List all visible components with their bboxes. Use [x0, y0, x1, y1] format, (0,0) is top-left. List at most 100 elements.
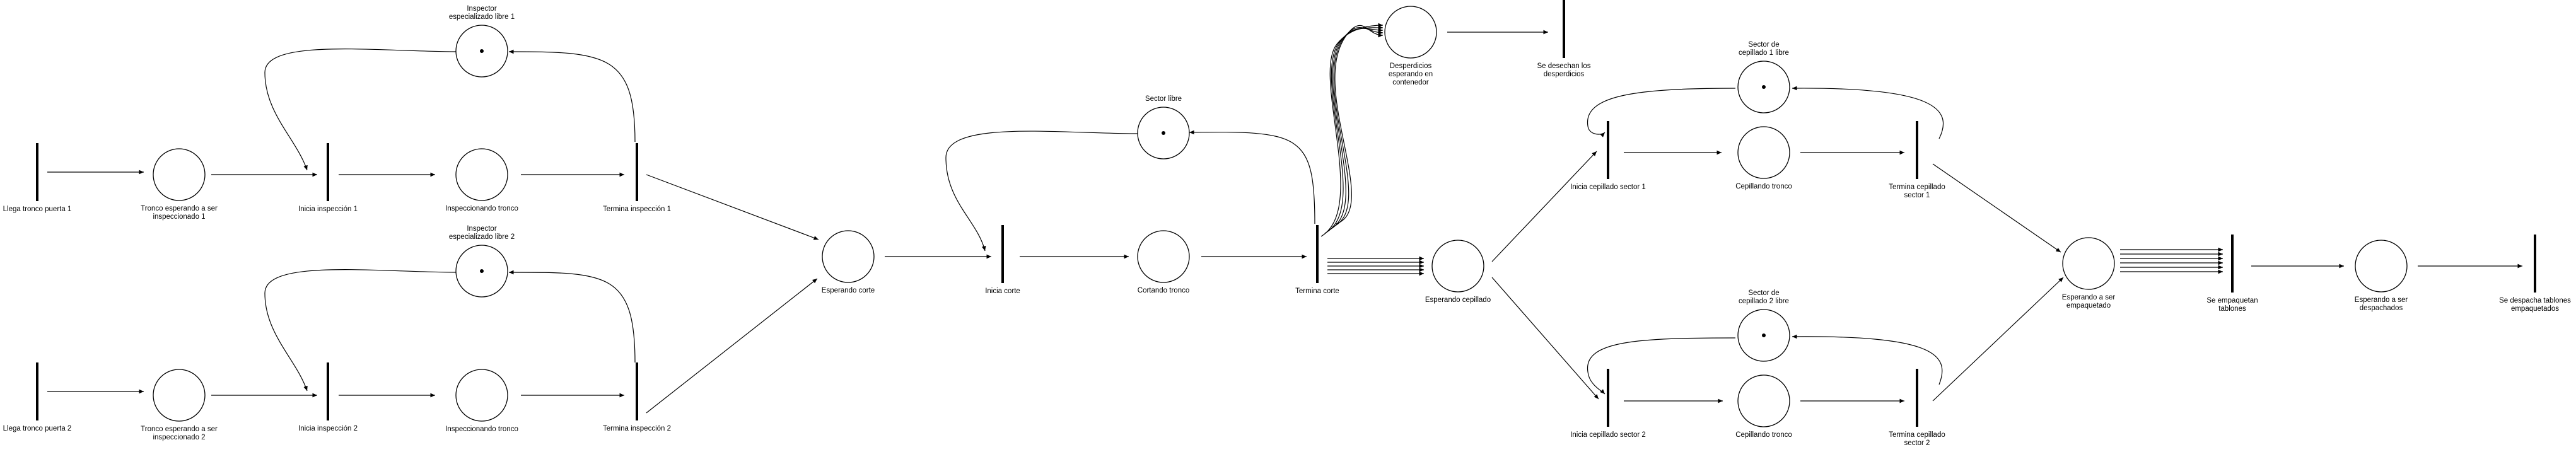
place-label: Inspeccionando tronco — [445, 426, 518, 433]
place-waste[interactable] — [1384, 6, 1437, 59]
place-wait-brush[interactable] — [1431, 240, 1484, 293]
transition-pack[interactable] — [2231, 235, 2234, 293]
place-brushing2[interactable] — [1737, 374, 1790, 427]
transition-bar[interactable] — [1316, 225, 1319, 283]
transition-end-brush1[interactable] — [1916, 121, 1918, 179]
resource-return-arc — [508, 49, 636, 142]
resource-return-arc — [508, 270, 636, 363]
transition-dispatch[interactable] — [2534, 235, 2536, 293]
place-circle[interactable] — [455, 369, 508, 422]
transition-bar[interactable] — [2534, 235, 2536, 293]
transition-bar[interactable] — [1916, 121, 1918, 179]
transition-bar[interactable] — [636, 362, 638, 420]
transition-start-brush2[interactable] — [1607, 369, 1609, 427]
place-label: Cepillando tronco — [1735, 183, 1792, 190]
transition-label: Inicia inspección 1 — [298, 206, 358, 213]
arc-arrow — [1932, 277, 2064, 402]
transition-end-insp2[interactable] — [636, 362, 638, 420]
transition-bar[interactable] — [1916, 369, 1918, 427]
weighted-arc-line — [1324, 25, 1384, 234]
transition-bar[interactable] — [327, 362, 329, 420]
transition-label: Inicia inspección 2 — [298, 425, 358, 432]
resource-take-arc — [1587, 88, 1736, 137]
resource-take-arc — [264, 269, 459, 391]
arc-arrow — [646, 278, 818, 414]
token-dot — [480, 269, 484, 273]
arc-arrow — [1491, 277, 1599, 400]
place-circle[interactable] — [1384, 6, 1437, 59]
transition-arrive1[interactable] — [36, 143, 38, 201]
place-brush1-free[interactable] — [1737, 61, 1790, 113]
place-circle[interactable] — [1137, 230, 1190, 283]
transition-start-brush1[interactable] — [1607, 121, 1609, 179]
transition-start-cut[interactable] — [1001, 225, 1004, 283]
transition-bar[interactable] — [1607, 121, 1609, 179]
place-circle[interactable] — [1737, 374, 1790, 427]
transition-bar[interactable] — [36, 362, 38, 420]
transition-bar[interactable] — [327, 143, 329, 201]
place-wait-insp2[interactable] — [153, 369, 206, 422]
transition-bar[interactable] — [1001, 225, 1004, 283]
place-brushing1[interactable] — [1737, 126, 1790, 179]
place-inspecting2[interactable] — [455, 369, 508, 422]
transition-bar[interactable] — [1607, 369, 1609, 427]
place-circle[interactable] — [153, 148, 206, 201]
place-wait-dispatch[interactable] — [2355, 240, 2408, 293]
place-circle[interactable] — [153, 369, 206, 422]
token-dot — [1762, 333, 1766, 337]
transition-label: Inicia cepillado sector 1 — [1570, 183, 1646, 191]
place-inspector2[interactable] — [455, 245, 508, 298]
weighted-arc-line — [1334, 25, 1384, 224]
transition-bar[interactable] — [36, 143, 38, 201]
arc-arrow — [1932, 163, 2061, 253]
place-circle[interactable] — [1737, 126, 1790, 179]
place-circle[interactable] — [822, 230, 875, 283]
place-wait-insp1[interactable] — [153, 148, 206, 201]
place-wait-pack[interactable] — [2062, 237, 2115, 290]
weighted-arc-line — [1332, 26, 1384, 228]
place-circle[interactable] — [1431, 240, 1484, 293]
transition-end-insp1[interactable] — [636, 143, 638, 201]
place-circle[interactable] — [2062, 237, 2115, 290]
weighted-arc-line — [1328, 28, 1384, 231]
transition-end-brush2[interactable] — [1916, 369, 1918, 427]
transition-arrive2[interactable] — [36, 362, 38, 420]
transition-label: Termina inspección 2 — [603, 425, 671, 432]
transition-bar[interactable] — [2231, 235, 2234, 293]
transition-bar[interactable] — [636, 143, 638, 201]
transition-label: Termina corte — [1295, 287, 1339, 295]
place-label: Cepillando tronco — [1735, 431, 1792, 439]
resource-take-arc — [945, 130, 1139, 252]
transition-bar[interactable] — [1563, 0, 1565, 58]
transition-end-cut[interactable] — [1316, 225, 1319, 283]
arc-arrow — [1491, 151, 1597, 262]
nodes-layer — [36, 0, 2536, 427]
place-wait-cut[interactable] — [822, 230, 875, 283]
place-sector-free[interactable] — [1137, 107, 1190, 159]
place-label: Esperando corte — [822, 287, 875, 294]
transition-start-insp1[interactable] — [327, 143, 329, 201]
token-dot — [1762, 85, 1766, 89]
weighted-arc-line — [1320, 23, 1384, 237]
place-circle[interactable] — [2355, 240, 2408, 293]
place-brush2-free[interactable] — [1737, 309, 1790, 362]
place-cutting[interactable] — [1137, 230, 1190, 283]
resource-return-arc — [1792, 334, 1943, 385]
place-inspector1[interactable] — [455, 25, 508, 78]
resource-return-arc — [1189, 130, 1315, 224]
place-inspecting1[interactable] — [455, 148, 508, 201]
transition-label: Inicia cepillado sector 2 — [1570, 431, 1646, 439]
transition-start-insp2[interactable] — [327, 362, 329, 420]
transition-discard[interactable] — [1563, 0, 1565, 58]
arcs-layer — [47, 23, 2522, 414]
place-circle[interactable] — [455, 148, 508, 201]
